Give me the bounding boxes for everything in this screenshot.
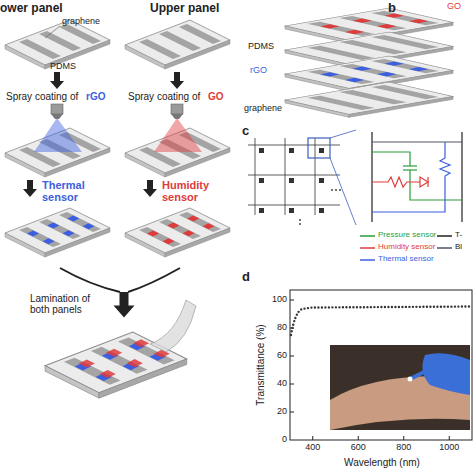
tick-label: 1000: [439, 443, 459, 453]
tick-label: 60: [277, 351, 287, 361]
tick-label: 800: [396, 443, 411, 453]
panel-title: ower panel: [0, 2, 63, 15]
legend-text: Pressure sensor: [378, 231, 436, 240]
part-name: PDMS: [248, 42, 274, 52]
step-text: Lamination of both panels: [30, 293, 112, 315]
part-name: graphene: [62, 17, 100, 27]
tick-label: 400: [305, 443, 320, 453]
tick-label: 40: [277, 379, 287, 389]
panel-letter: d: [242, 270, 250, 284]
material-name: rGO: [86, 91, 105, 102]
tick-label: 0: [282, 435, 287, 445]
part-name: graphene: [244, 104, 282, 114]
part-name: PDMS: [50, 62, 76, 72]
panel-letter: c: [242, 124, 249, 138]
tick-label: 20: [277, 407, 287, 417]
tick-label: 80: [277, 323, 287, 333]
legend-text: T-: [455, 231, 462, 240]
material-name: GO: [208, 91, 224, 102]
sensor-name: Thermal sensor: [42, 179, 97, 203]
axis-title: Transmittance (%): [255, 324, 266, 405]
part-name: GO: [447, 2, 461, 12]
sensor-name: Humidity sensor: [162, 179, 222, 203]
legend-text: Humidity sensor: [378, 243, 435, 252]
legend-text: Bl: [455, 243, 462, 252]
part-name: rGO: [250, 66, 267, 76]
tick-label: 600: [351, 443, 366, 453]
step-text: Spray coating of: [128, 91, 200, 102]
tick-label: 100: [272, 295, 287, 305]
axis-title: Wavelength (nm): [344, 457, 420, 468]
panel-title: Upper panel: [150, 2, 219, 15]
step-text: Spray coating of: [6, 91, 78, 102]
legend-text: Thermal sensor: [378, 255, 434, 264]
panel-letter: b: [388, 1, 396, 15]
